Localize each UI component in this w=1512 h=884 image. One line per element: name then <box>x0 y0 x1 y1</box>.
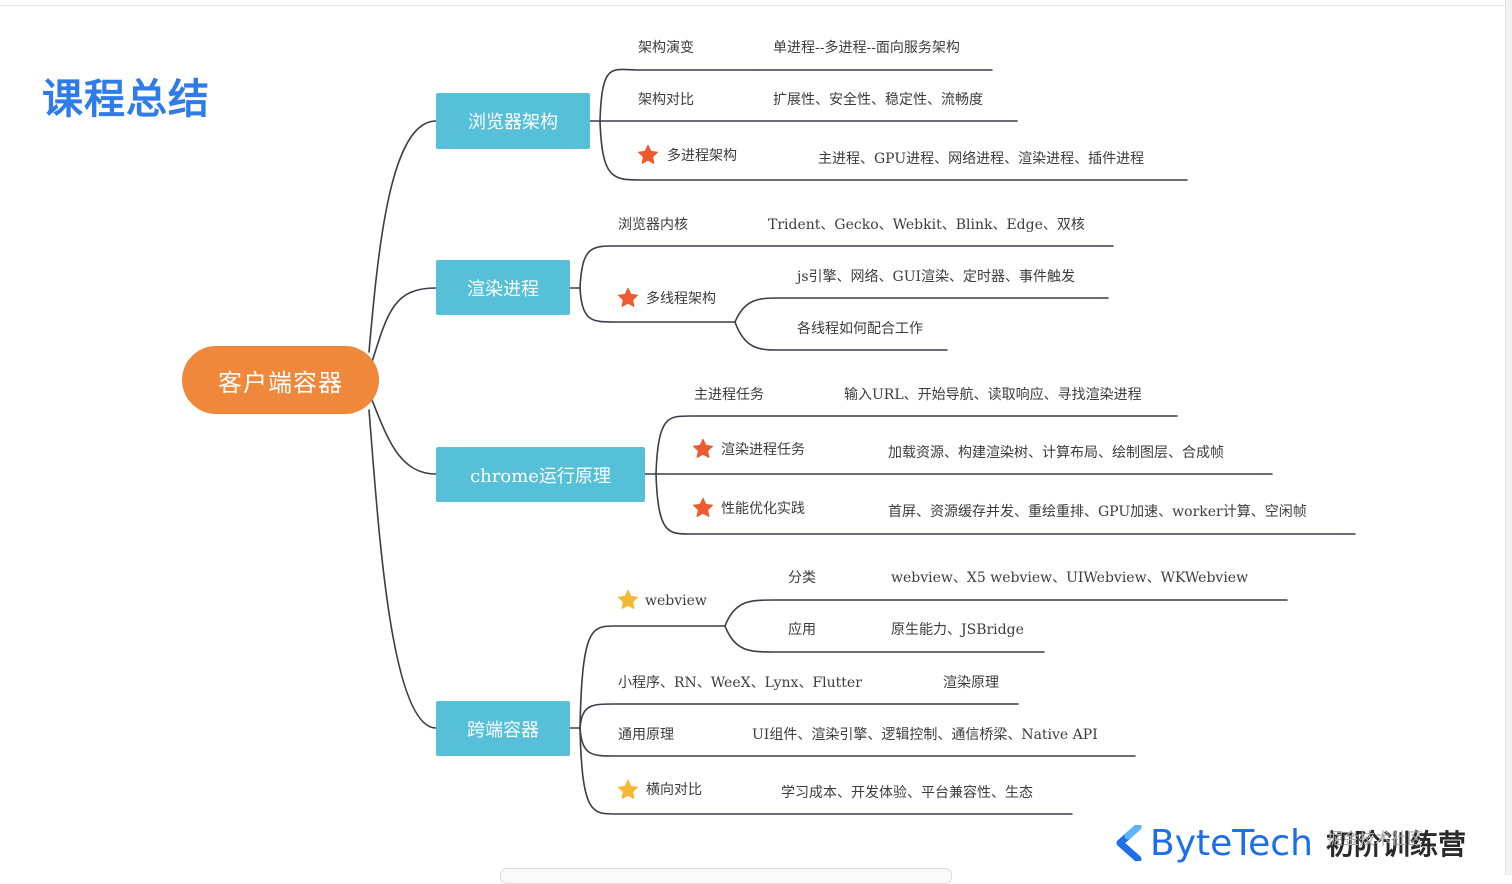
node-webview: webview <box>645 593 707 609</box>
leaf-multi-thread-detail-1: js引擎、网络、GUI渲染、定时器、事件触发 <box>797 269 1076 285</box>
node-general-principle: 通用原理 <box>618 727 674 743</box>
bytetech-logo-icon <box>1116 825 1142 861</box>
star-icon <box>618 779 638 799</box>
star-icon <box>618 589 638 609</box>
leaf-render-process-task-detail: 加载资源、构建渲染树、计算布局、绘制图层、合成帧 <box>888 445 1224 461</box>
branch-chrome-principle[interactable]: chrome运行原理 <box>436 447 645 502</box>
brand-name: ByteTech <box>1150 823 1313 864</box>
leaf-arch-compare-detail: 扩展性、安全性、稳定性、流畅度 <box>773 92 983 108</box>
node-horizontal-compare: 横向对比 <box>646 782 702 798</box>
top-divider <box>0 5 1512 6</box>
node-webview-category: 分类 <box>788 570 816 586</box>
camp-name: 初阶训练营 <box>1326 828 1467 861</box>
branch-render-process-label: 渲染进程 <box>467 278 539 300</box>
node-cross-frameworks: 小程序、RN、WeeX、Lynx、Flutter <box>618 675 862 691</box>
branch-cross-container[interactable]: 跨端容器 <box>436 701 570 756</box>
leaf-horizontal-compare-detail: 学习成本、开发体验、平台兼容性、生态 <box>781 785 1033 801</box>
leaf-multi-thread-detail-2: 各线程如何配合工作 <box>797 321 923 337</box>
node-browser-kernel: 浏览器内核 <box>618 217 688 233</box>
bytetech-logo: ByteTech 初阶训练营 掘金技术社区 <box>1116 822 1496 867</box>
bottom-handle[interactable] <box>500 868 952 884</box>
node-webview-usage: 应用 <box>788 622 816 638</box>
root-node-label: 客户端容器 <box>218 368 343 397</box>
watermark-overlay: 掘金技术社区 <box>1327 829 1424 848</box>
leaf-cross-frameworks-detail: 渲染原理 <box>943 675 999 691</box>
leaf-webview-category-detail: webview、X5 webview、UIWebview、WKWebview <box>891 570 1249 586</box>
node-render-process-task: 渲染进程任务 <box>721 442 805 458</box>
root-node[interactable]: 客户端容器 <box>182 346 379 414</box>
leaf-general-principle-detail: UI组件、渲染引擎、逻辑控制、通信桥梁、Native API <box>752 727 1098 743</box>
branch-cross-container-label: 跨端容器 <box>467 719 539 741</box>
leaf-multi-process-detail: 主进程、GPU进程、网络进程、渲染进程、插件进程 <box>818 151 1145 167</box>
branch-chrome-principle-label: chrome运行原理 <box>470 465 611 487</box>
star-icon <box>693 438 713 458</box>
node-multi-thread: 多线程架构 <box>646 291 716 307</box>
node-arch-compare: 架构对比 <box>638 92 694 108</box>
branch-browser-architecture[interactable]: 浏览器架构 <box>436 93 590 149</box>
star-icon <box>693 497 713 517</box>
node-perf-optimization: 性能优化实践 <box>721 501 805 517</box>
node-arch-evolution: 架构演变 <box>638 40 694 56</box>
scrollbar-track[interactable] <box>1505 0 1512 875</box>
star-icon <box>618 287 638 307</box>
leaf-webview-usage-detail: 原生能力、JSBridge <box>891 622 1024 638</box>
leaf-main-process-task-detail: 输入URL、开始导航、读取响应、寻找渲染进程 <box>844 387 1142 403</box>
leaf-perf-optimization-detail: 首屏、资源缓存并发、重绘重排、GPU加速、worker计算、空闲帧 <box>888 504 1307 520</box>
leaf-browser-kernel-detail: Trident、Gecko、Webkit、Blink、Edge、双核 <box>768 217 1085 233</box>
node-multi-process: 多进程架构 <box>667 148 737 164</box>
node-main-process-task: 主进程任务 <box>694 387 764 403</box>
branch-render-process[interactable]: 渲染进程 <box>436 260 570 315</box>
star-icon <box>638 144 658 164</box>
branch-browser-architecture-label: 浏览器架构 <box>468 112 558 133</box>
page-title: 课程总结 <box>42 75 210 123</box>
leaf-arch-evolution-detail: 单进程--多进程--面向服务架构 <box>773 40 960 56</box>
